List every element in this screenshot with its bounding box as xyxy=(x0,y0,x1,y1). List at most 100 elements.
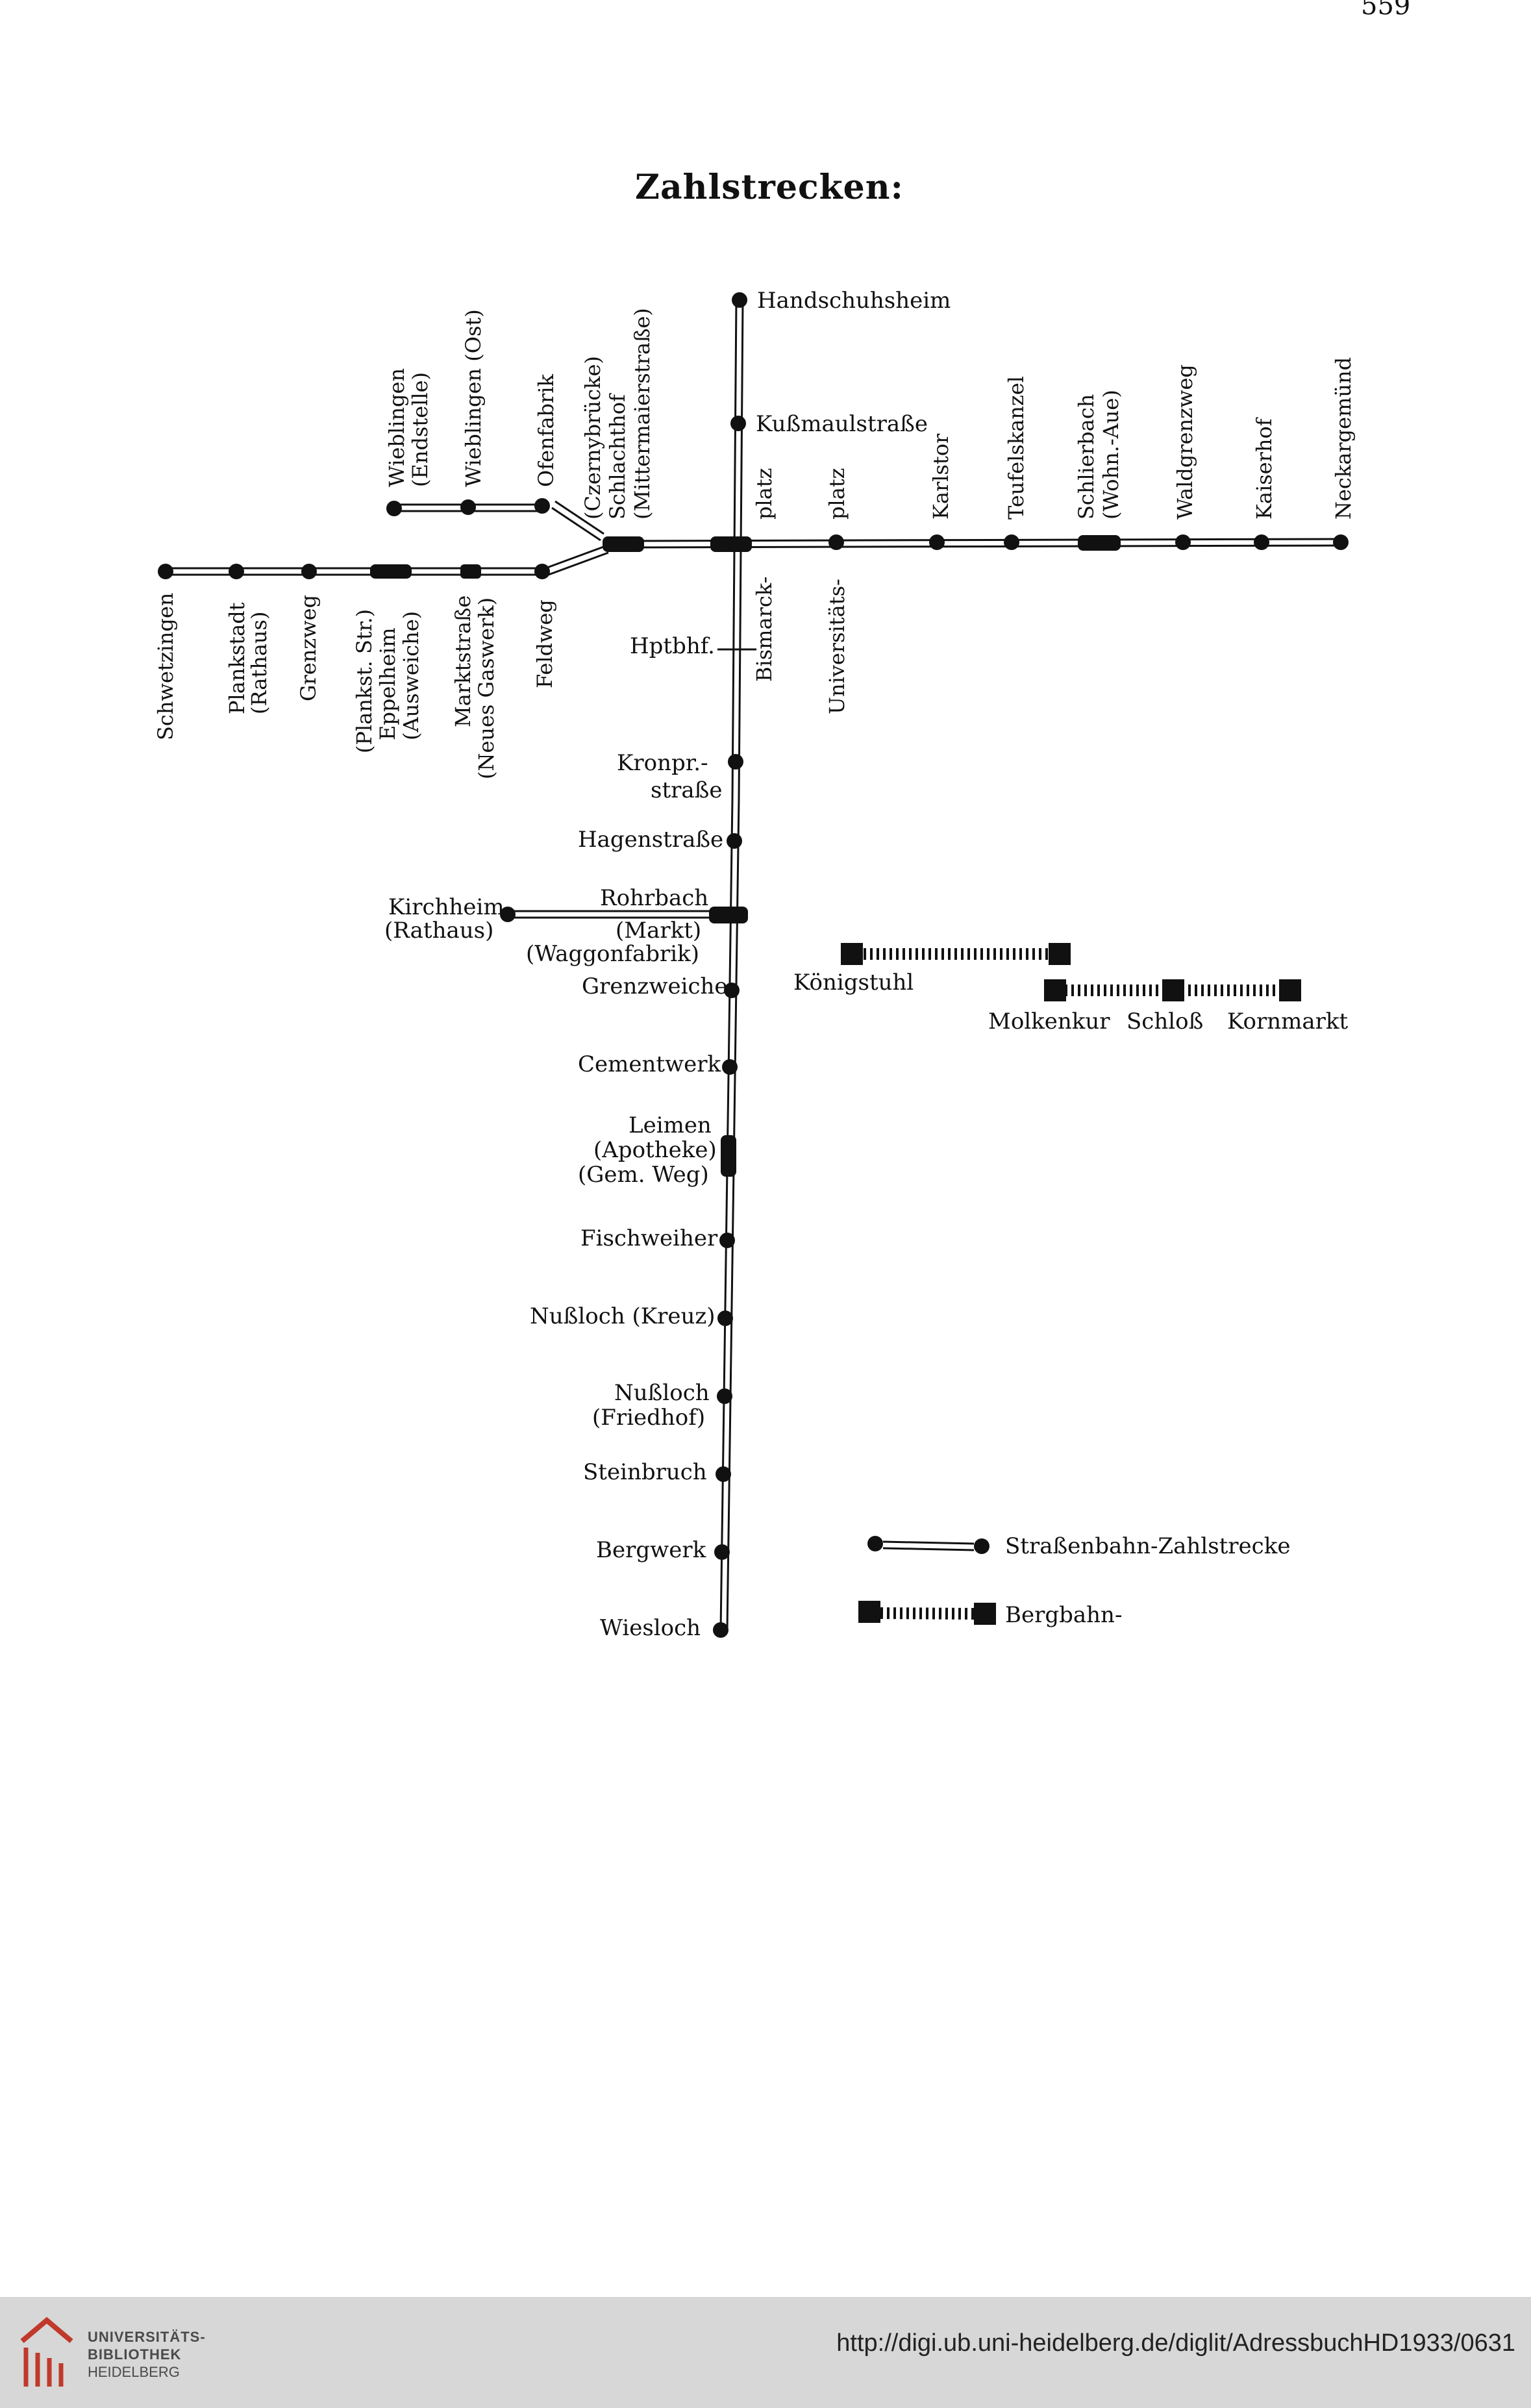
legend xyxy=(858,1536,996,1625)
station-dot xyxy=(1175,534,1191,550)
label-universitaetsplatz-2: platz xyxy=(825,468,849,520)
station-dot xyxy=(728,754,743,770)
station-dot xyxy=(500,907,516,922)
zahlstrecken-map: Handschuhsheim Kußmaulstraße Hptbhf. Kro… xyxy=(153,288,1356,1641)
label-kirchheim: Kirchheim xyxy=(388,894,504,920)
label-universitaetsplatz: Universitäts- xyxy=(825,579,849,714)
kirchheim-branch xyxy=(508,910,721,919)
legend-bergbahn-station xyxy=(974,1603,996,1625)
station-dot xyxy=(929,534,945,550)
legend-bergbahn-station xyxy=(858,1601,880,1623)
label-schlierbach: Schlierbach xyxy=(1074,394,1099,520)
label-kirchheim-2: (Rathaus) xyxy=(384,918,493,944)
bergbahn-line xyxy=(841,943,1301,1001)
legend-tram-dot xyxy=(867,1536,883,1551)
label-neckargemuend: Neckargemünd xyxy=(1331,357,1356,520)
station-dot xyxy=(724,983,740,998)
label-rohrbach-3: (Waggonfabrik) xyxy=(526,941,699,967)
label-feldweg: Feldweg xyxy=(532,599,557,688)
label-hptbhf: Hptbhf. xyxy=(630,633,715,659)
station-dot xyxy=(534,564,550,579)
station-dot xyxy=(386,501,402,516)
station-dot xyxy=(714,1544,730,1560)
legend-tram-label: Straßenbahn-Zahlstrecke xyxy=(1005,1533,1290,1559)
label-nussloch-friedhof-2: (Friedhof) xyxy=(592,1405,705,1431)
station-dot xyxy=(1254,534,1269,550)
label-wieblingen-endstelle: Wieblingen xyxy=(384,368,409,487)
footer-bar: UNIVERSITÄTS- BIBLIOTHEK HEIDELBERG http… xyxy=(0,2297,1531,2408)
label-grenzweg: Grenzweg xyxy=(296,595,321,701)
label-schwetzingen: Schwetzingen xyxy=(153,593,178,740)
label-kaiserhof: Kaiserhof xyxy=(1252,417,1276,520)
bergbahn-station xyxy=(1162,979,1184,1001)
label-wiesloch: Wiesloch xyxy=(600,1615,701,1641)
label-leimen: Leimen xyxy=(629,1112,712,1138)
label-koenigstuhl: Königstuhl xyxy=(793,970,914,996)
station-block xyxy=(1078,535,1121,551)
label-kornmarkt: Kornmarkt xyxy=(1227,1009,1348,1035)
station-dot xyxy=(730,416,746,431)
label-leimen-2: (Apotheke) xyxy=(593,1137,717,1163)
station-dot xyxy=(534,498,550,514)
legend-tram-dot xyxy=(974,1538,990,1554)
label-plankstadt-2: (Rathaus) xyxy=(247,612,271,714)
station-block xyxy=(709,907,748,923)
label-cementwerk: Cementwerk xyxy=(578,1051,721,1077)
label-schlachthof: (Czernybrücke) xyxy=(580,356,605,520)
station-dot xyxy=(717,1311,733,1326)
west-line xyxy=(166,544,609,577)
label-leimen-3: (Gem. Weg) xyxy=(578,1162,709,1188)
legend-bergbahn-label: Bergbahn- xyxy=(1005,1602,1122,1628)
library-logo-icon xyxy=(20,2316,73,2387)
bergbahn-station xyxy=(1044,979,1066,1001)
wieblingen-branch xyxy=(393,500,604,542)
station-dot xyxy=(460,499,476,515)
label-nussloch-kreuz: Nußloch (Kreuz) xyxy=(530,1303,716,1329)
bergbahn-station xyxy=(1049,943,1071,965)
label-bismarckplatz-right: platz xyxy=(752,468,777,520)
station-dot xyxy=(158,564,173,579)
station-block xyxy=(460,564,481,579)
label-kussmaulstrasse: Kußmaulstraße xyxy=(756,411,928,437)
label-kronprinzenstrasse: Kronpr.- xyxy=(617,750,708,776)
station-dot xyxy=(1004,534,1019,550)
station-block xyxy=(603,536,644,552)
label-rohrbach: Rohrbach xyxy=(600,885,708,911)
label-schlierbach-2: (Wohn.-Aue) xyxy=(1099,390,1123,520)
library-name: UNIVERSITÄTS- BIBLIOTHEK HEIDELBERG xyxy=(88,2328,206,2381)
station-dot xyxy=(717,1388,732,1404)
label-steinbruch: Steinbruch xyxy=(583,1459,707,1485)
library-name-line3: HEIDELBERG xyxy=(88,2364,180,2380)
label-eppelheim-2: Eppelheim xyxy=(375,627,400,740)
label-schloss: Schloß xyxy=(1126,1009,1203,1035)
station-dot xyxy=(713,1622,728,1638)
station-dot xyxy=(719,1233,735,1248)
label-handschuhsheim: Handschuhsheim xyxy=(757,288,951,314)
bergbahn-station xyxy=(841,943,863,965)
page-number: 559 xyxy=(1361,0,1411,21)
label-waldgrenzweg: Waldgrenzweg xyxy=(1173,364,1197,520)
station-dot xyxy=(828,534,844,550)
label-marktstrasse: Marktstraße xyxy=(451,596,475,727)
label-plankstadt: Plankstadt xyxy=(225,602,249,714)
label-hagenstrasse: Hagenstraße xyxy=(578,827,723,853)
label-eppelheim: (Plankst. Str.) xyxy=(352,609,377,753)
station-dot xyxy=(732,292,747,308)
label-rohrbach-2: (Markt) xyxy=(616,918,701,944)
label-marktstrasse-2: (Neues Gaswerk) xyxy=(474,597,499,779)
label-eppelheim-3: (Ausweiche) xyxy=(399,611,423,740)
bergbahn-station xyxy=(1279,979,1301,1001)
label-wieblingen-ost: Wieblingen (Ost) xyxy=(461,309,486,487)
station-block xyxy=(710,536,752,552)
label-bismarckplatz-left: Bismarck- xyxy=(752,577,777,682)
label-schlachthof-3: (Mittermaierstraße) xyxy=(630,308,654,520)
station-dot xyxy=(229,564,244,579)
library-name-line1: UNIVERSITÄTS- xyxy=(88,2329,206,2345)
label-nussloch-friedhof: Nußloch xyxy=(614,1380,710,1406)
source-url-link[interactable]: http://digi.ub.uni-heidelberg.de/diglit/… xyxy=(836,2329,1515,2357)
station-dot xyxy=(301,564,317,579)
map-title: Zahlstrecken: xyxy=(635,168,904,207)
label-wieblingen-endstelle-2: (Endstelle) xyxy=(408,372,432,487)
label-teufelskanzel: Teufelskanzel xyxy=(1004,376,1028,520)
label-kronprinzenstrasse-2: straße xyxy=(651,777,722,803)
